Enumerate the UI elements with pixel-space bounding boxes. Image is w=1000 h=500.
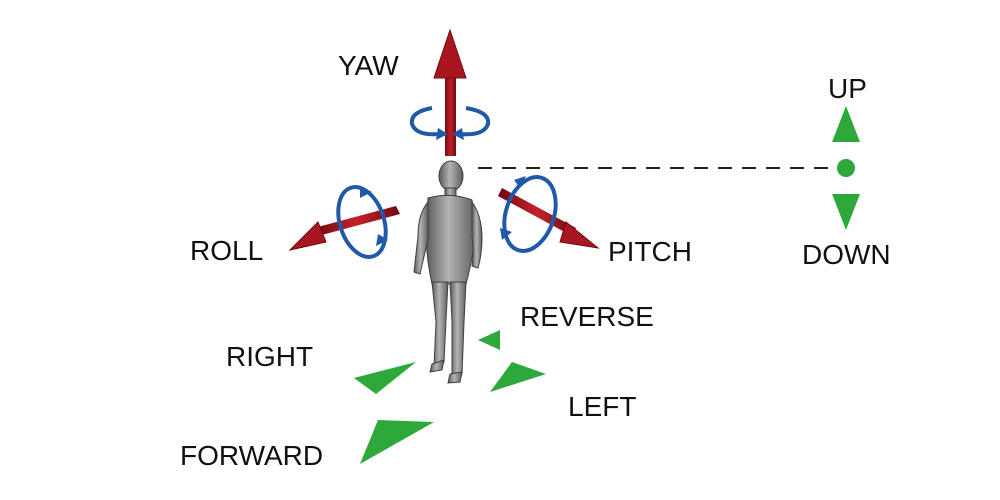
yaw-rotation-icon [409,106,491,140]
roll-rotation-icon [336,185,388,259]
left-arrow-icon [490,362,546,392]
pitch-rotation-icon [500,175,558,253]
down-label: DOWN [802,239,891,270]
human-figure-icon [413,160,483,384]
right-label: RIGHT [226,341,313,372]
up-label: UP [828,73,867,104]
yaw-label: YAW [338,50,399,81]
pitch-axis-arrow-icon [498,188,600,249]
down-arrow-icon [832,194,860,230]
vertical-motion-indicator [832,106,860,230]
forward-label: FORWARD [180,440,323,471]
roll-label: ROLL [190,235,263,266]
left-label: LEFT [568,391,636,422]
forward-arrow-icon [360,420,434,464]
pitch-label: PITCH [608,236,692,267]
roll-axis-arrow-icon [288,206,400,251]
up-arrow-icon [832,106,860,142]
right-arrow-icon [354,362,416,394]
reverse-arrow-icon [478,330,500,350]
reverse-label: REVERSE [520,301,654,332]
yaw-axis-arrow-icon [433,28,467,156]
vertical-position-dot-icon [837,159,855,177]
